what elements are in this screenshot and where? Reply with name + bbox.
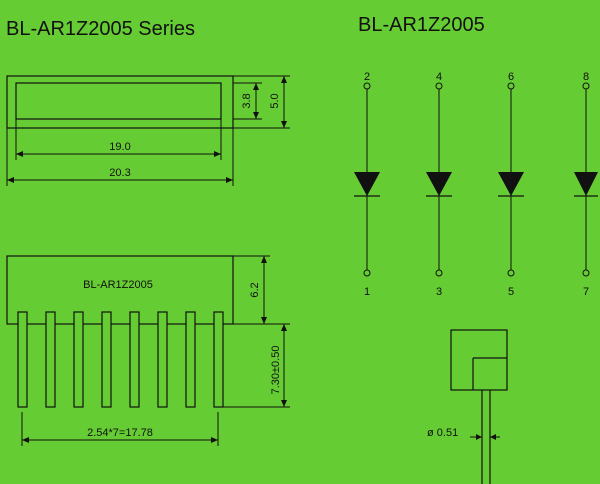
arrow [281, 121, 287, 128]
arrow [214, 151, 221, 157]
diode-symbol [498, 172, 524, 196]
pin-terminal [582, 269, 590, 277]
dim-label-20-3: 20.3 [109, 167, 130, 179]
diode-3: 6 5 [498, 71, 524, 298]
pin [129, 311, 140, 408]
cathode-label: 5 [508, 286, 514, 298]
cathode-label: 7 [583, 286, 589, 298]
arrow [226, 177, 233, 183]
anode-label: 2 [364, 71, 370, 83]
pin-group [17, 311, 224, 408]
diode-1: 2 1 [354, 71, 380, 298]
top-view-outer-outline [6, 75, 234, 129]
arrow [281, 324, 287, 331]
diode-symbol [574, 172, 598, 196]
arrow [490, 434, 496, 440]
pin-terminal [363, 269, 371, 277]
pin [101, 311, 112, 408]
anode-label: 4 [436, 71, 442, 83]
top-view-inner-outline [15, 82, 222, 120]
dim-label-6-2: 6.2 [249, 282, 261, 297]
arrow [22, 437, 29, 443]
side-view-label: BL-AR1Z2005 [83, 279, 153, 291]
dim-label-3-8: 3.8 [241, 93, 253, 108]
dim-label-5-0: 5.0 [269, 93, 281, 108]
pin [17, 311, 28, 408]
cathode-label: 1 [364, 286, 370, 298]
title-right: BL-AR1Z2005 [358, 14, 485, 36]
arrow [7, 177, 14, 183]
pin [157, 311, 168, 408]
arrow [16, 151, 23, 157]
pin-diameter-label: ø 0.51 [427, 427, 458, 439]
pin-detail-body [450, 329, 508, 391]
arrow [281, 76, 287, 83]
dim-label-pitch: 2.54*7=17.78 [87, 427, 153, 439]
arrow [211, 437, 218, 443]
diode-4: 8 7 [574, 71, 598, 298]
side-view-body [6, 255, 234, 325]
cathode-label: 3 [436, 286, 442, 298]
pin [213, 311, 224, 408]
pin-terminal [507, 269, 515, 277]
arrow [476, 434, 482, 440]
anode-label: 8 [583, 71, 589, 83]
pin [45, 311, 56, 408]
diode-symbol [354, 172, 380, 196]
pin-terminal [435, 269, 443, 277]
pin [73, 311, 84, 408]
arrow [261, 317, 267, 324]
arrow [253, 112, 259, 119]
dim-label-19-0: 19.0 [109, 141, 130, 153]
diode-symbol [426, 172, 452, 196]
diode-2: 4 3 [426, 71, 452, 298]
title-left: BL-AR1Z2005 Series [6, 18, 195, 40]
anode-label: 6 [508, 71, 514, 83]
arrow [261, 256, 267, 263]
pin [185, 311, 196, 408]
arrow [253, 83, 259, 90]
dim-label-7-30: 7.30±0.50 [270, 346, 282, 395]
arrow [281, 400, 287, 407]
